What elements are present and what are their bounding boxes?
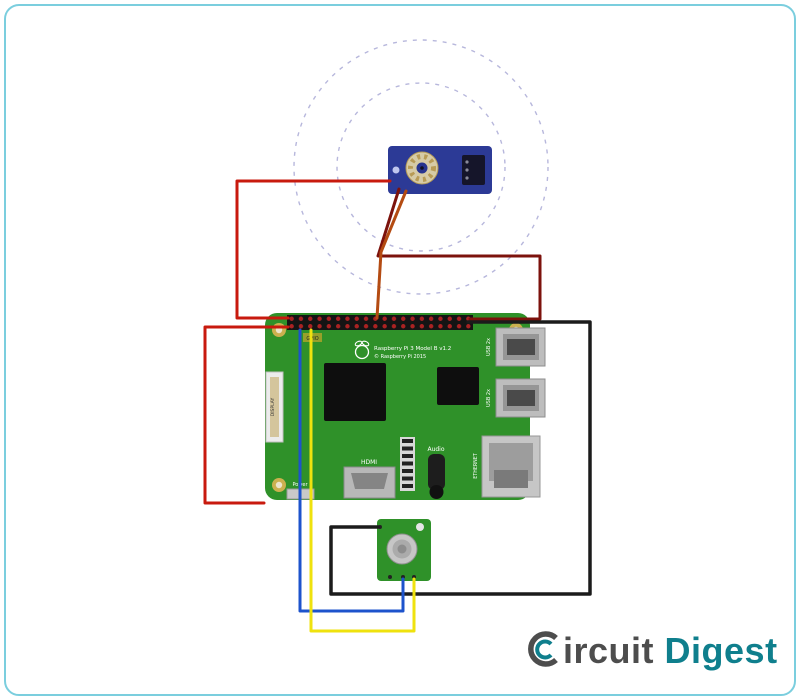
wire-dark-red [376,187,542,321]
wire-red-1 [235,179,392,320]
audio-jack [428,454,445,490]
rotation-guide-outer-circle [293,39,549,295]
logo-c-icon-inner-arc [535,639,553,660]
logo-text-digest: Digest [665,630,778,671]
gpio-label: GPIO [306,336,318,342]
wire-blue [298,328,405,613]
logo-c-icon-outer-arc [528,631,558,667]
raspberry-logo-leaf [354,340,363,347]
raspberry-logo-berry [354,344,370,360]
pi-model-text: Raspberry Pi 3 Model B v1.2 [374,346,451,352]
wire-orange [375,189,408,320]
sensor-pin [388,575,392,579]
audio-label: Audio [427,446,444,453]
usb-port-top-slot [507,339,535,355]
page-border [4,4,796,696]
logo-wordmark: ircuit Digest [563,630,778,671]
rotation-guide-inner-circle [336,82,506,252]
logo-text-circuit: ircuit [563,630,654,671]
raspberry-logo-leaf [361,340,370,347]
sensor-mount-hole [416,523,424,531]
sensor-can-lens [397,544,407,554]
pi-pcb [265,313,530,500]
display-label: DISPLAY [270,398,276,417]
servo-motor [388,146,492,194]
wires [203,179,592,633]
hdmi-port-inner [351,473,388,489]
circuitdigest-logo: ircuit Digest [528,630,778,671]
sensor-module [377,519,431,581]
pi-mounting-hole-center [275,481,283,489]
pi-copyright-text: © Raspberry Pi 2015 [374,353,426,360]
usb-bottom-label: USB 2x [486,389,492,407]
servo-connector-pin [465,168,469,172]
ethernet-port-slot [494,470,528,488]
servo-rotation-guides [293,39,549,295]
pi-usb-controller-chip [437,367,479,405]
hdmi-label: HDMI [361,459,377,466]
servo-mount-hole [392,166,400,174]
wire-red-2 [203,325,290,505]
audio-jack-tip [429,485,444,499]
servo-connector-pin [465,160,469,164]
servo-gear-teeth [408,154,436,182]
ethernet-label: ETHERNET [473,453,479,479]
gpio-header-pins [287,315,473,330]
raspberry-pi-board: GPIO Raspberry Pi 3 Model B v1.2 © Raspb… [265,313,546,500]
display-connector-slot [270,377,279,437]
wire-yellow [309,328,416,633]
servo-connector-pin [465,176,469,180]
usb-top-label: USB 2x [486,338,492,356]
pi-soc-chip [324,363,386,421]
servo-gear-screw [420,166,424,170]
wire-black [329,320,592,596]
raspberry-logo-icon [354,340,370,360]
usb-port-bottom-slot [507,390,535,406]
